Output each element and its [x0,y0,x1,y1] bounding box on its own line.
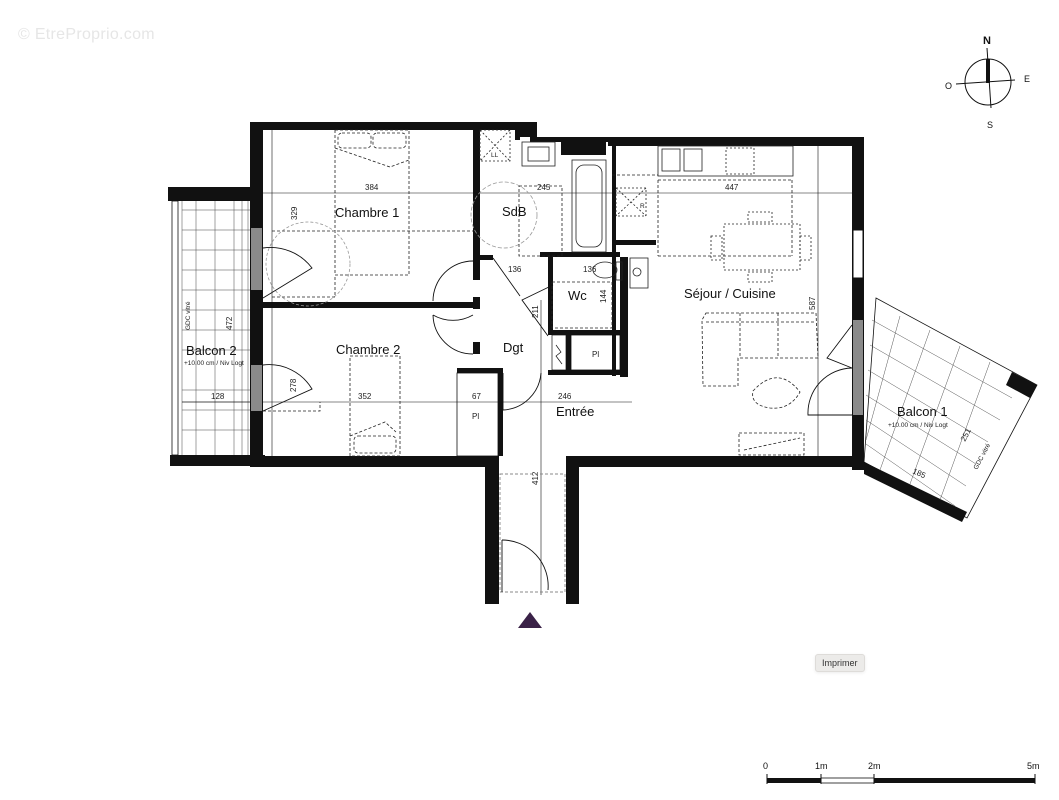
balcony-2-gdc: GDC vitré [185,301,192,330]
room-label-sejour: Séjour / Cuisine [684,286,776,301]
room-label-chambre-1: Chambre 1 [335,205,399,220]
compass-north: N [983,35,991,47]
balcony-2: Balcon 2 +10.00 cm / Niv Logt 128 472 GD… [168,187,265,466]
compass-east: E [1024,74,1030,84]
chambre-1-width: 384 [365,183,379,192]
room-label-sdb: SdB [502,204,527,219]
closet-1-label: Pl [472,412,479,421]
balcony-2-level: +10.00 cm / Niv Logt [184,360,244,367]
wc-fixtures [551,257,649,329]
closet-2-label: Pl [592,350,599,359]
wc-width: 136 [583,265,597,274]
bed-chambre-1 [265,129,473,307]
closet-1 [456,372,499,457]
sejour-width: 447 [725,183,739,192]
wc-height: 144 [599,289,608,303]
compass-icon: N S E O [945,35,1030,130]
scale-tick-2m: 2m [868,761,881,771]
balcony-1-level: +10.00 cm / Niv Logt [888,422,948,429]
door-chambre-1-window [262,247,313,299]
entry-arrow-icon [518,612,542,628]
dimension-lines [263,130,852,595]
balcony-2-label: Balcon 2 [186,343,237,358]
scale-bar [766,774,1036,784]
room-label-dgt: Dgt [503,340,524,355]
scale-tick-5m: 5m [1027,761,1040,771]
scale-tick-1m: 1m [815,761,828,771]
door-chambre-2-window [262,364,313,412]
doors-dgt [432,257,554,411]
chambre-2-width: 352 [358,392,372,401]
balcony-1-label: Balcon 1 [897,404,948,419]
dgt-dim-b: 211 [531,305,540,318]
entree-corridor-length: 412 [531,471,540,485]
room-label-wc: Wc [568,288,587,303]
bathroom-fixtures [470,129,607,257]
chambre-1-height: 329 [290,206,299,220]
room-label-chambre-2: Chambre 2 [336,342,400,357]
dining-table [710,211,812,283]
fridge-label: R [640,203,645,210]
watermark: © EtreProprio.com [18,26,155,43]
print-button[interactable]: Imprimer [815,654,865,672]
closet-1-width: 67 [472,392,481,401]
sdb-width: 245 [537,183,551,192]
kitchen-fixtures [612,145,794,257]
chambre-2-height: 278 [289,378,298,392]
interior-walls [263,130,656,456]
compass-west: O [945,81,952,91]
sdb-washer-label: LL [491,152,499,159]
closet-2 [570,334,621,371]
sofa [701,312,819,456]
exterior-walls [250,122,864,604]
room-label-entree: Entrée [556,404,594,419]
sejour-height: 587 [808,296,817,310]
scale-tick-0: 0 [763,761,769,771]
compass-south: S [987,120,993,130]
balcony-2-width: 128 [211,392,225,401]
electrical-panel-icon [551,334,567,371]
entry-door [499,473,566,593]
dgt-dim-a: 136 [508,265,522,274]
bed-chambre-2 [263,355,401,457]
entree-width: 246 [558,392,572,401]
balcony-1-door [807,324,853,416]
windows [251,228,864,415]
balcony-1: Balcon 1 +10.00 cm / Niv Logt 185 251 GD… [863,297,1038,522]
balcony-2-length: 472 [225,316,234,330]
